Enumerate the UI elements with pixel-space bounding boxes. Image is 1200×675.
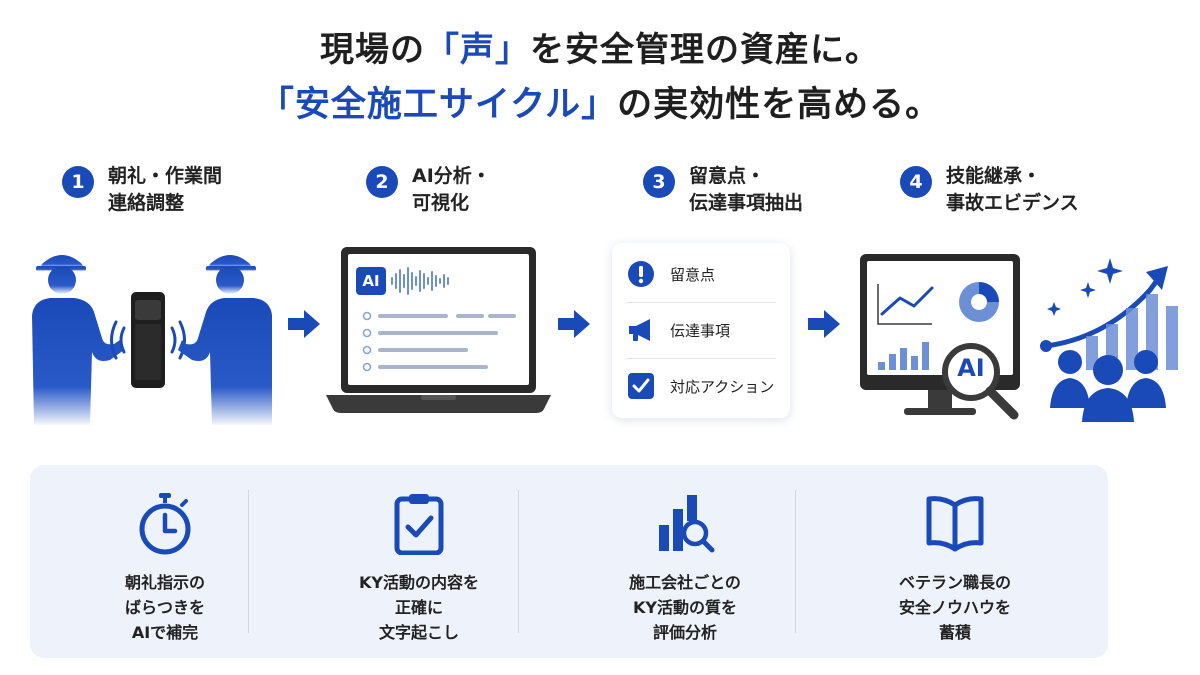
checkbox-checked-icon <box>628 373 654 399</box>
card-item-notice: 伝達事項 <box>626 307 776 353</box>
benefit-item: 朝礼指示の ばらつきを AIで補完 <box>30 465 300 658</box>
step-number-badge: 4 <box>900 166 932 198</box>
sparkle-icon <box>1047 258 1123 316</box>
step-label: 朝礼・作業間 連絡調整 <box>108 163 222 217</box>
benefit-line: 施工会社ごとの <box>629 573 741 592</box>
benefit-line: 蓄積 <box>938 623 971 642</box>
workers-with-recorder-illustration <box>32 255 272 425</box>
step-4: 4 技能継承・ 事故エビデンス <box>900 163 1079 217</box>
flow-arrow-icon <box>808 310 840 338</box>
step-label-line: 技能継承・ <box>946 165 1042 187</box>
ai-badge: AI <box>356 267 386 295</box>
step-number-badge: 1 <box>62 166 94 198</box>
card-item-action: 対応アクション <box>626 363 776 409</box>
analytics-monitor-illustration: AI <box>856 250 1186 430</box>
step-number-badge: 2 <box>366 166 398 198</box>
step-label-line: 朝礼・作業間 <box>108 165 223 187</box>
megaphone-icon <box>629 319 650 341</box>
headline-line-2-post: の実効性を高める。 <box>617 85 942 125</box>
benefit-item: ベテラン職長の 安全ノウハウを 蓄積 <box>820 465 1090 658</box>
laptop-icon <box>326 247 551 413</box>
benefit-text: 施工会社ごとの KY活動の質を 評価分析 <box>550 570 820 645</box>
flow-arrow-icon <box>288 310 320 338</box>
benefit-text: ベテラン職長の 安全ノウハウを 蓄積 <box>820 570 1090 645</box>
flow-arrow-icon <box>558 310 590 338</box>
worker-left-icon <box>32 255 124 425</box>
benefit-text: KY活動の内容を 正確に 文字起こし <box>284 570 554 645</box>
benefit-line: KY活動の質を <box>633 598 737 617</box>
benefit-line: ばらつきを <box>124 598 205 617</box>
benefits-panel: 朝礼指示の ばらつきを AIで補完 KY活動の内容を 正確に 文字起こし 施工会… <box>30 465 1108 658</box>
clipboard-check-icon <box>394 494 444 555</box>
benefit-line: AIで補完 <box>131 623 199 642</box>
headline-line-1-post: を安全管理の資産に。 <box>530 30 880 70</box>
step-2: 2 AI分析・ 可視化 <box>366 163 491 217</box>
extraction-card: 留意点 伝達事項 対応アクション <box>612 243 790 418</box>
worker-right-icon <box>178 255 272 425</box>
people-group-icon <box>1050 350 1166 422</box>
step-1: 1 朝礼・作業間 連絡調整 <box>62 163 222 217</box>
step-3: 3 留意点・ 伝達事項抽出 <box>643 163 803 217</box>
card-item-label: 伝達事項 <box>670 321 731 340</box>
step-label-line: 可視化 <box>412 192 470 214</box>
benefit-line: 文字起こし <box>378 623 459 642</box>
step-number-badge: 3 <box>643 166 675 198</box>
card-item-label: 対応アクション <box>670 377 775 396</box>
benefit-line: 安全ノウハウを <box>898 598 1011 617</box>
benefit-line: KY活動の内容を <box>359 573 479 592</box>
monitor-icon <box>860 254 1178 422</box>
step-label-line: 留意点・ <box>689 165 766 187</box>
benefit-item: 施工会社ごとの KY活動の質を 評価分析 <box>550 465 820 658</box>
headline-line-2: 「安全施工サイクル」の実効性を高める。 <box>0 76 1200 127</box>
benefit-line: ベテラン職長の <box>898 573 1011 592</box>
voice-recorder-icon <box>131 292 165 388</box>
open-book-icon <box>926 496 984 552</box>
step-label: 留意点・ 伝達事項抽出 <box>689 163 803 217</box>
step-label-line: 伝達事項抽出 <box>689 192 804 214</box>
headline-line-1: 現場の「声」を安全管理の資産に。 <box>0 22 1200 71</box>
ai-magnifier-label: AI <box>957 354 985 382</box>
step-label: 技能継承・ 事故エビデンス <box>946 163 1079 217</box>
laptop-ai-illustration: AI <box>326 243 551 423</box>
benefit-line: 正確に <box>394 598 443 617</box>
sound-wave-icon <box>110 320 186 360</box>
benefit-text: 朝礼指示の ばらつきを AIで補完 <box>30 570 300 645</box>
step-label-line: AI分析・ <box>412 165 491 187</box>
benefit-line: 評価分析 <box>652 623 717 642</box>
benefit-item: KY活動の内容を 正確に 文字起こし <box>284 465 554 658</box>
headline-line-1-pre: 現場の <box>320 30 425 70</box>
card-item-attention: 留意点 <box>626 251 776 297</box>
exclamation-icon <box>628 261 654 287</box>
headline-emphasis-voice: 「声」 <box>425 30 530 70</box>
stopwatch-icon <box>139 493 191 555</box>
card-item-label: 留意点 <box>670 265 716 284</box>
benefit-line: 朝礼指示の <box>124 573 205 592</box>
bar-chart-search-icon <box>659 495 715 553</box>
headline-emphasis-cycle: 「安全施工サイクル」 <box>258 85 618 125</box>
step-label-line: 事故エビデンス <box>946 192 1079 214</box>
step-label: AI分析・ 可視化 <box>412 163 491 217</box>
step-label-line: 連絡調整 <box>108 192 185 214</box>
